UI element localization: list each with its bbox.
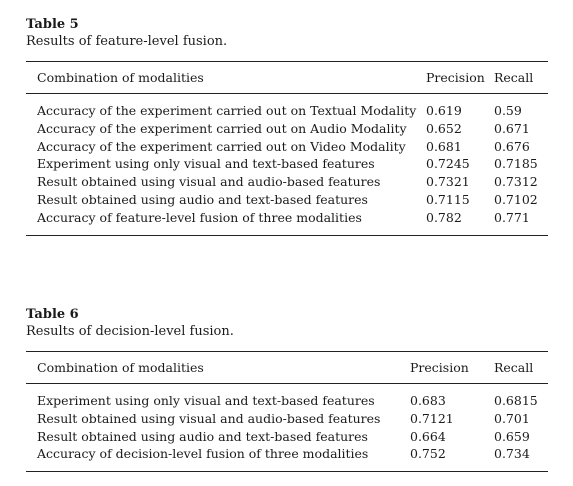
- table-row: Accuracy of the experiment carried out o…: [26, 138, 548, 156]
- cell-recall: 0.7312: [494, 174, 538, 190]
- cell-combination: Experiment using only visual and text-ba…: [37, 156, 375, 172]
- cell-recall: 0.659: [494, 428, 530, 444]
- cell-recall: 0.671: [494, 120, 530, 136]
- table-row: Result obtained using audio and text-bas…: [26, 191, 548, 209]
- table-5-header-row: Combination of modalities Precision Reca…: [26, 61, 548, 94]
- column-header-recall: Recall: [494, 61, 548, 94]
- table-row: Result obtained using audio and text-bas…: [26, 428, 548, 446]
- table-5-label: Table 5: [26, 17, 79, 32]
- cell-combination: Result obtained using audio and text-bas…: [37, 191, 368, 207]
- column-header-combination: Combination of modalities: [26, 351, 410, 384]
- cell-precision: 0.752: [410, 445, 494, 473]
- cell-precision: 0.683: [410, 393, 446, 408]
- table-6-grid: Combination of modalities Precision Reca…: [26, 351, 548, 473]
- table-5: Table 5 Results of feature-level fusion.…: [26, 17, 548, 236]
- cell-combination: Result obtained using visual and audio-b…: [37, 410, 381, 426]
- cell-combination: Experiment using only visual and text-ba…: [37, 393, 375, 408]
- cell-combination: Accuracy of the experiment carried out o…: [37, 120, 407, 136]
- cell-precision: 0.7321: [426, 174, 470, 190]
- table-row: Accuracy of feature-level fusion of thre…: [26, 208, 548, 236]
- cell-recall: 0.59: [494, 103, 522, 118]
- cell-precision: 0.7245: [426, 156, 470, 172]
- cell-precision: 0.7115: [426, 191, 470, 207]
- table-5-caption: Results of feature-level fusion.: [26, 34, 228, 49]
- cell-recall: 0.6815: [494, 393, 538, 408]
- table-row: Accuracy of decision-level fusion of thr…: [26, 445, 548, 473]
- column-header-combination: Combination of modalities: [26, 61, 426, 94]
- cell-combination: Result obtained using visual and audio-b…: [37, 174, 381, 190]
- cell-recall: 0.734: [494, 445, 548, 473]
- cell-combination: Result obtained using audio and text-bas…: [37, 428, 368, 444]
- table-6-header-row: Combination of modalities Precision Reca…: [26, 351, 548, 384]
- cell-recall: 0.7102: [494, 191, 538, 207]
- table-6: Table 6 Results of decision-level fusion…: [26, 307, 548, 473]
- table-row: Experiment using only visual and text-ba…: [26, 384, 548, 410]
- cell-combination: Accuracy of feature-level fusion of thre…: [26, 208, 426, 236]
- cell-recall: 0.771: [494, 208, 548, 236]
- cell-recall: 0.701: [494, 410, 530, 426]
- column-header-precision: Precision: [410, 351, 494, 384]
- table-6-caption: Results of decision-level fusion.: [26, 324, 234, 339]
- cell-precision: 0.664: [410, 428, 446, 444]
- table-6-label: Table 6: [26, 307, 79, 322]
- cell-recall: 0.7185: [494, 156, 538, 172]
- table-row: Accuracy of the experiment carried out o…: [26, 120, 548, 138]
- cell-precision: 0.7121: [410, 410, 454, 426]
- cell-precision: 0.681: [426, 138, 462, 154]
- cell-combination: Accuracy of the experiment carried out o…: [37, 138, 406, 154]
- table-row: Result obtained using visual and audio-b…: [26, 173, 548, 191]
- cell-combination: Accuracy of the experiment carried out o…: [37, 103, 417, 118]
- cell-precision: 0.782: [426, 208, 494, 236]
- cell-combination: Accuracy of decision-level fusion of thr…: [26, 445, 410, 473]
- column-header-precision: Precision: [426, 61, 494, 94]
- table-row: Experiment using only visual and text-ba…: [26, 155, 548, 173]
- cell-precision: 0.652: [426, 120, 462, 136]
- column-header-recall: Recall: [494, 351, 548, 384]
- cell-precision: 0.619: [426, 103, 462, 118]
- cell-recall: 0.676: [494, 138, 530, 154]
- table-row: Result obtained using visual and audio-b…: [26, 410, 548, 428]
- table-row: Accuracy of the experiment carried out o…: [26, 94, 548, 120]
- table-5-grid: Combination of modalities Precision Reca…: [26, 61, 548, 236]
